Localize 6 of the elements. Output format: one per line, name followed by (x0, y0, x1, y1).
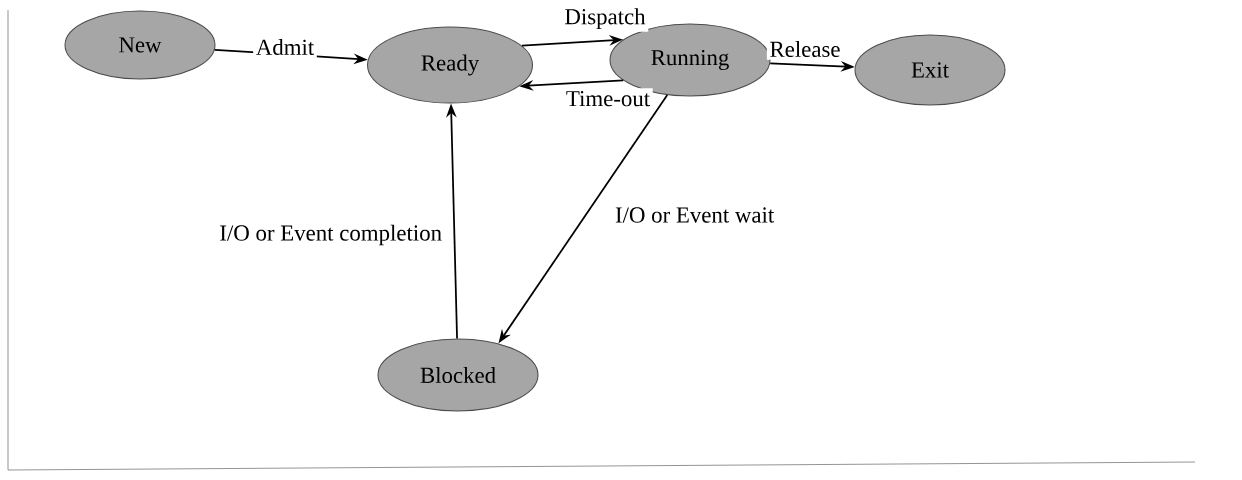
edge-label: Admit (253, 36, 317, 58)
edge-label: Release (766, 38, 844, 60)
edge-label: Time-out (563, 88, 653, 109)
edge-label: Dispatch (561, 5, 649, 32)
edge-label: I/O or Event wait (612, 204, 777, 226)
edge-label: I/O or Event completion (216, 222, 445, 248)
